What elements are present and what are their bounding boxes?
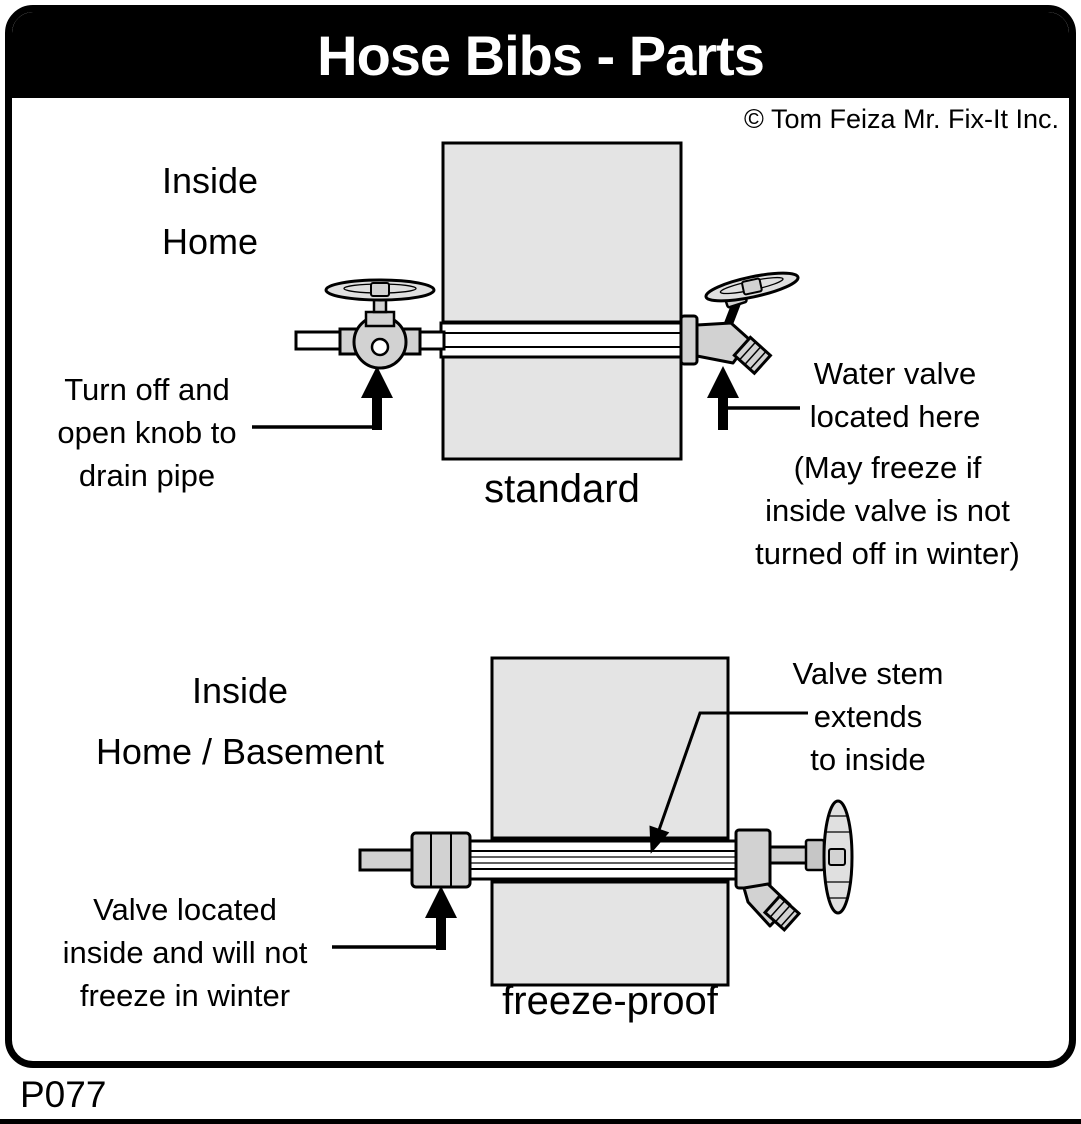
standard-left-callout: Turn off and open knob to drain pipe xyxy=(57,372,237,493)
standard-right-note: (May freeze if inside valve is not turne… xyxy=(755,450,1020,571)
sillcock-handle xyxy=(822,799,854,915)
inside-shutoff-valve xyxy=(324,278,436,370)
page-title: Hose Bibs - Parts xyxy=(317,23,765,87)
inside-coupling xyxy=(410,831,472,889)
water-valve-arrow xyxy=(707,366,739,430)
standard-right-callout: Water valve located here xyxy=(809,356,981,434)
valve-stem-leader xyxy=(649,711,808,854)
title-bar: Hose Bibs - Parts xyxy=(12,12,1069,98)
hose-threads xyxy=(762,894,802,932)
bottom-rule xyxy=(0,1119,1081,1124)
outside-faucet xyxy=(679,271,800,376)
freezeproof-type-label: freeze-proof xyxy=(502,979,718,1023)
inside-valve-arrow xyxy=(425,886,457,950)
standard-wall-lower xyxy=(441,354,683,461)
standard-wall-upper xyxy=(441,141,683,324)
freezeproof-wall-lower xyxy=(490,880,730,987)
freezeproof-sillcock xyxy=(734,799,854,932)
freezeproof-diagram xyxy=(332,656,854,987)
standard-callout-arrows xyxy=(252,366,800,430)
hose-threads xyxy=(732,335,773,376)
copyright-text: © Tom Feiza Mr. Fix-It Inc. xyxy=(744,104,1059,134)
freezeproof-location-label: Inside Home / Basement xyxy=(95,670,385,772)
standard-pipe xyxy=(294,321,687,359)
standard-diagram xyxy=(252,141,800,461)
freezeproof-callout-arrows xyxy=(332,711,808,950)
freezeproof-right-callout: Valve stem extends to inside xyxy=(792,656,944,777)
valve-stem-tube xyxy=(358,831,746,889)
freezeproof-wall-upper xyxy=(490,656,730,840)
drawing-code: P077 xyxy=(20,1074,107,1115)
standard-location-label: Inside Home xyxy=(161,160,259,262)
standard-type-label: standard xyxy=(484,467,640,511)
faucet-handle xyxy=(704,271,800,303)
freezeproof-left-callout: Valve located inside and will not freeze… xyxy=(62,892,308,1013)
drain-valve-arrow xyxy=(361,366,393,430)
